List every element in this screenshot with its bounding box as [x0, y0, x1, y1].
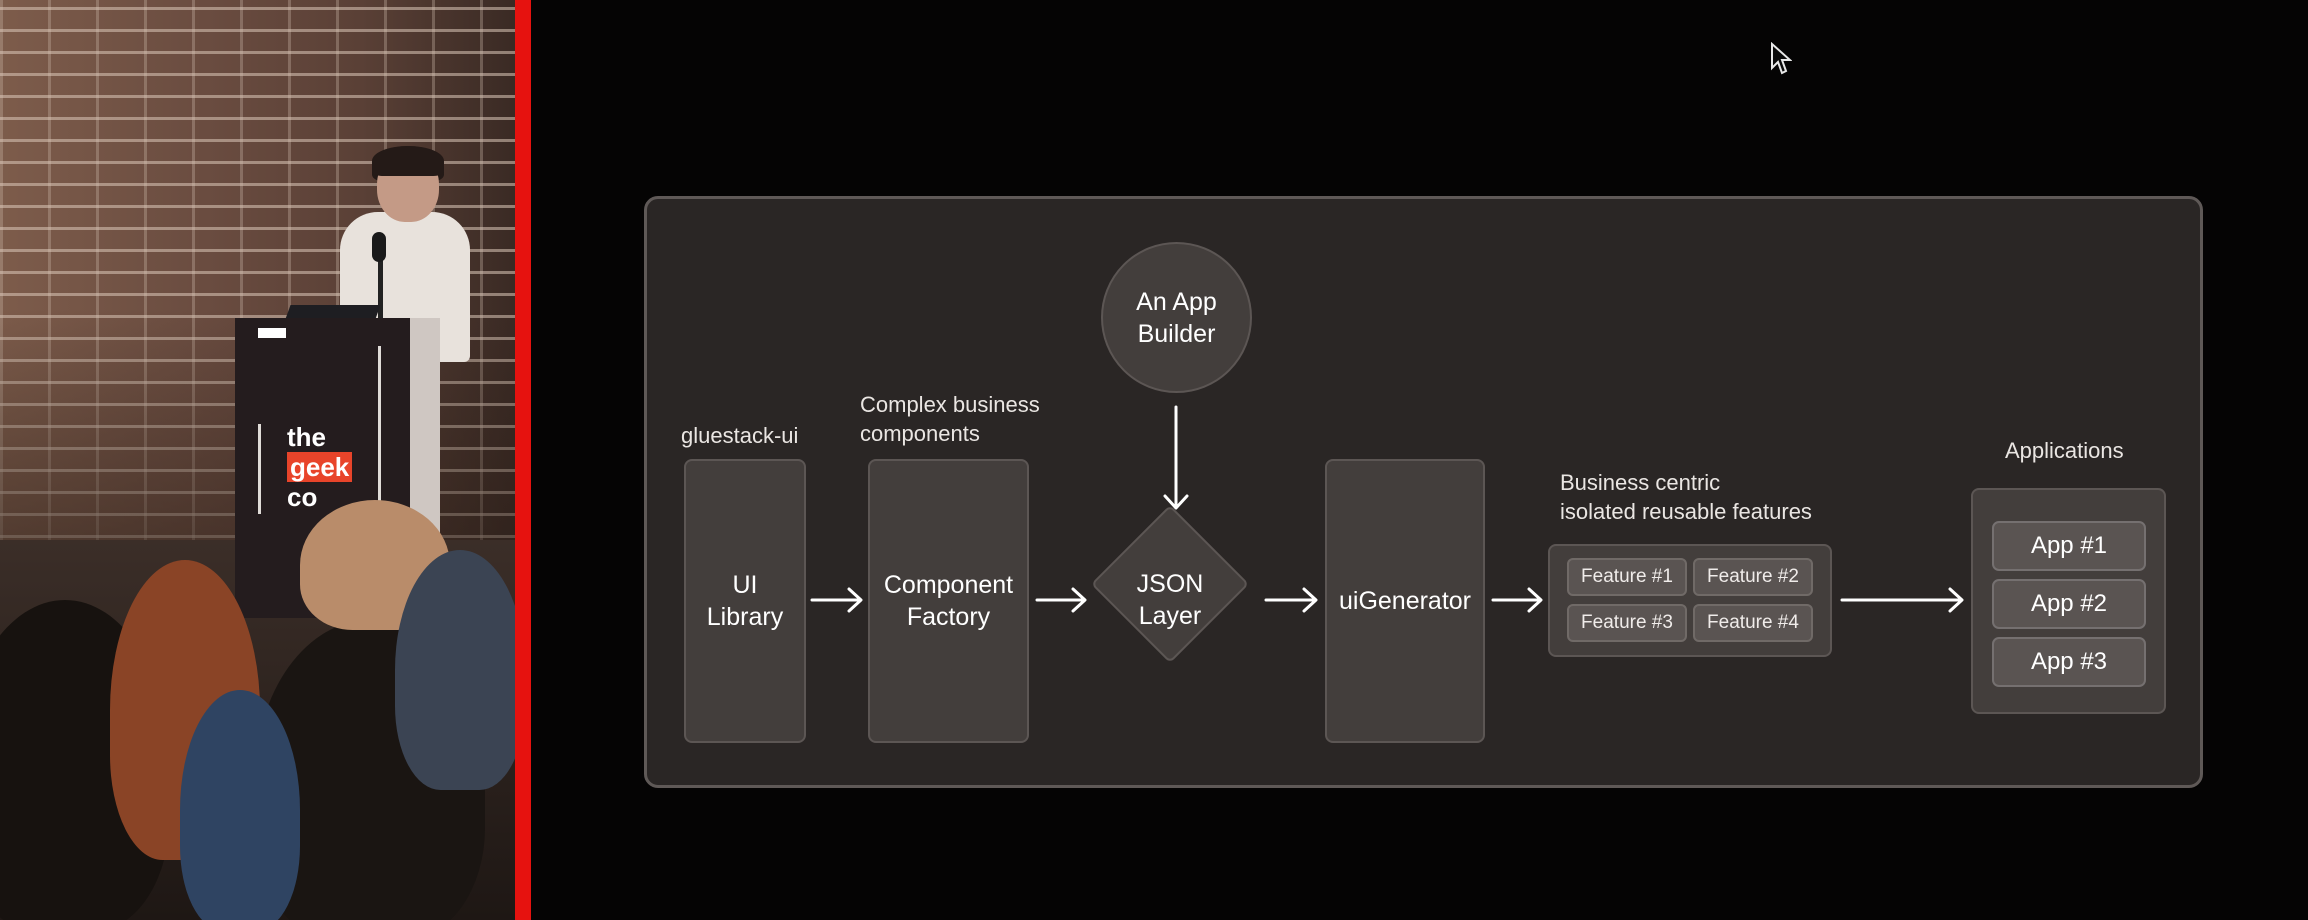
json-layer-label: JSON Layer — [1097, 568, 1243, 632]
feature-chip-1: Feature #1 — [1567, 558, 1687, 596]
microphone-icon — [372, 232, 386, 262]
features-caption-line1: Business centric — [1560, 470, 1721, 495]
podium-logo-line3: co — [287, 482, 318, 512]
feature-chip-4: Feature #4 — [1693, 604, 1813, 642]
app-builder-node: An App Builder — [1101, 242, 1252, 393]
speaker-video-feed: the geek co — [0, 0, 515, 920]
ui-library-node: UI Library — [684, 459, 806, 743]
component-factory-caption-line2: components — [860, 421, 980, 446]
podium-logo-line2: geek — [287, 452, 353, 482]
component-factory-node: Component Factory — [868, 459, 1029, 743]
ui-library-label-line2: Library — [706, 603, 784, 631]
podium-badge-icon — [258, 328, 286, 338]
podium-logo-line1: the — [287, 422, 326, 452]
component-factory-label-line2: Factory — [906, 603, 991, 631]
applications-caption: Applications — [2005, 438, 2124, 463]
feature-chip-2: Feature #2 — [1693, 558, 1813, 596]
features-caption: Business centric isolated reusable featu… — [1560, 468, 1812, 526]
laptop — [285, 305, 381, 319]
podium-decor-line — [378, 346, 381, 536]
app-1-item: App #1 — [1992, 521, 2146, 571]
audience-member — [395, 550, 515, 790]
accent-divider-bar — [515, 0, 531, 920]
microphone-stand — [378, 258, 383, 328]
component-factory-caption: Complex business components — [860, 390, 1040, 448]
podium-logo-line — [258, 424, 261, 514]
ui-library-caption: gluestack-ui — [681, 423, 799, 448]
features-caption-line2: isolated reusable features — [1560, 499, 1812, 524]
audience-member — [180, 690, 300, 920]
ui-generator-node: uiGenerator — [1325, 459, 1485, 743]
app-3-item: App #3 — [1992, 637, 2146, 687]
component-factory-caption-line1: Complex business — [860, 392, 1040, 417]
json-layer-label-line2: Layer — [1138, 602, 1202, 630]
feature-chip-3: Feature #3 — [1567, 604, 1687, 642]
json-layer-label-line1: JSON — [1136, 570, 1204, 598]
ui-generator-label: uiGenerator — [1338, 587, 1472, 615]
app-2-item: App #2 — [1992, 579, 2146, 629]
app-builder-label-line1: An App — [1136, 287, 1217, 316]
speaker-hair-top — [372, 146, 444, 176]
podium-logo: the geek co — [287, 422, 367, 512]
app-builder-label-line2: Builder — [1137, 319, 1216, 348]
ui-library-label-line1: UI — [732, 571, 758, 599]
mouse-cursor-icon — [1771, 42, 1792, 75]
component-factory-label-line1: Component — [883, 571, 1014, 599]
